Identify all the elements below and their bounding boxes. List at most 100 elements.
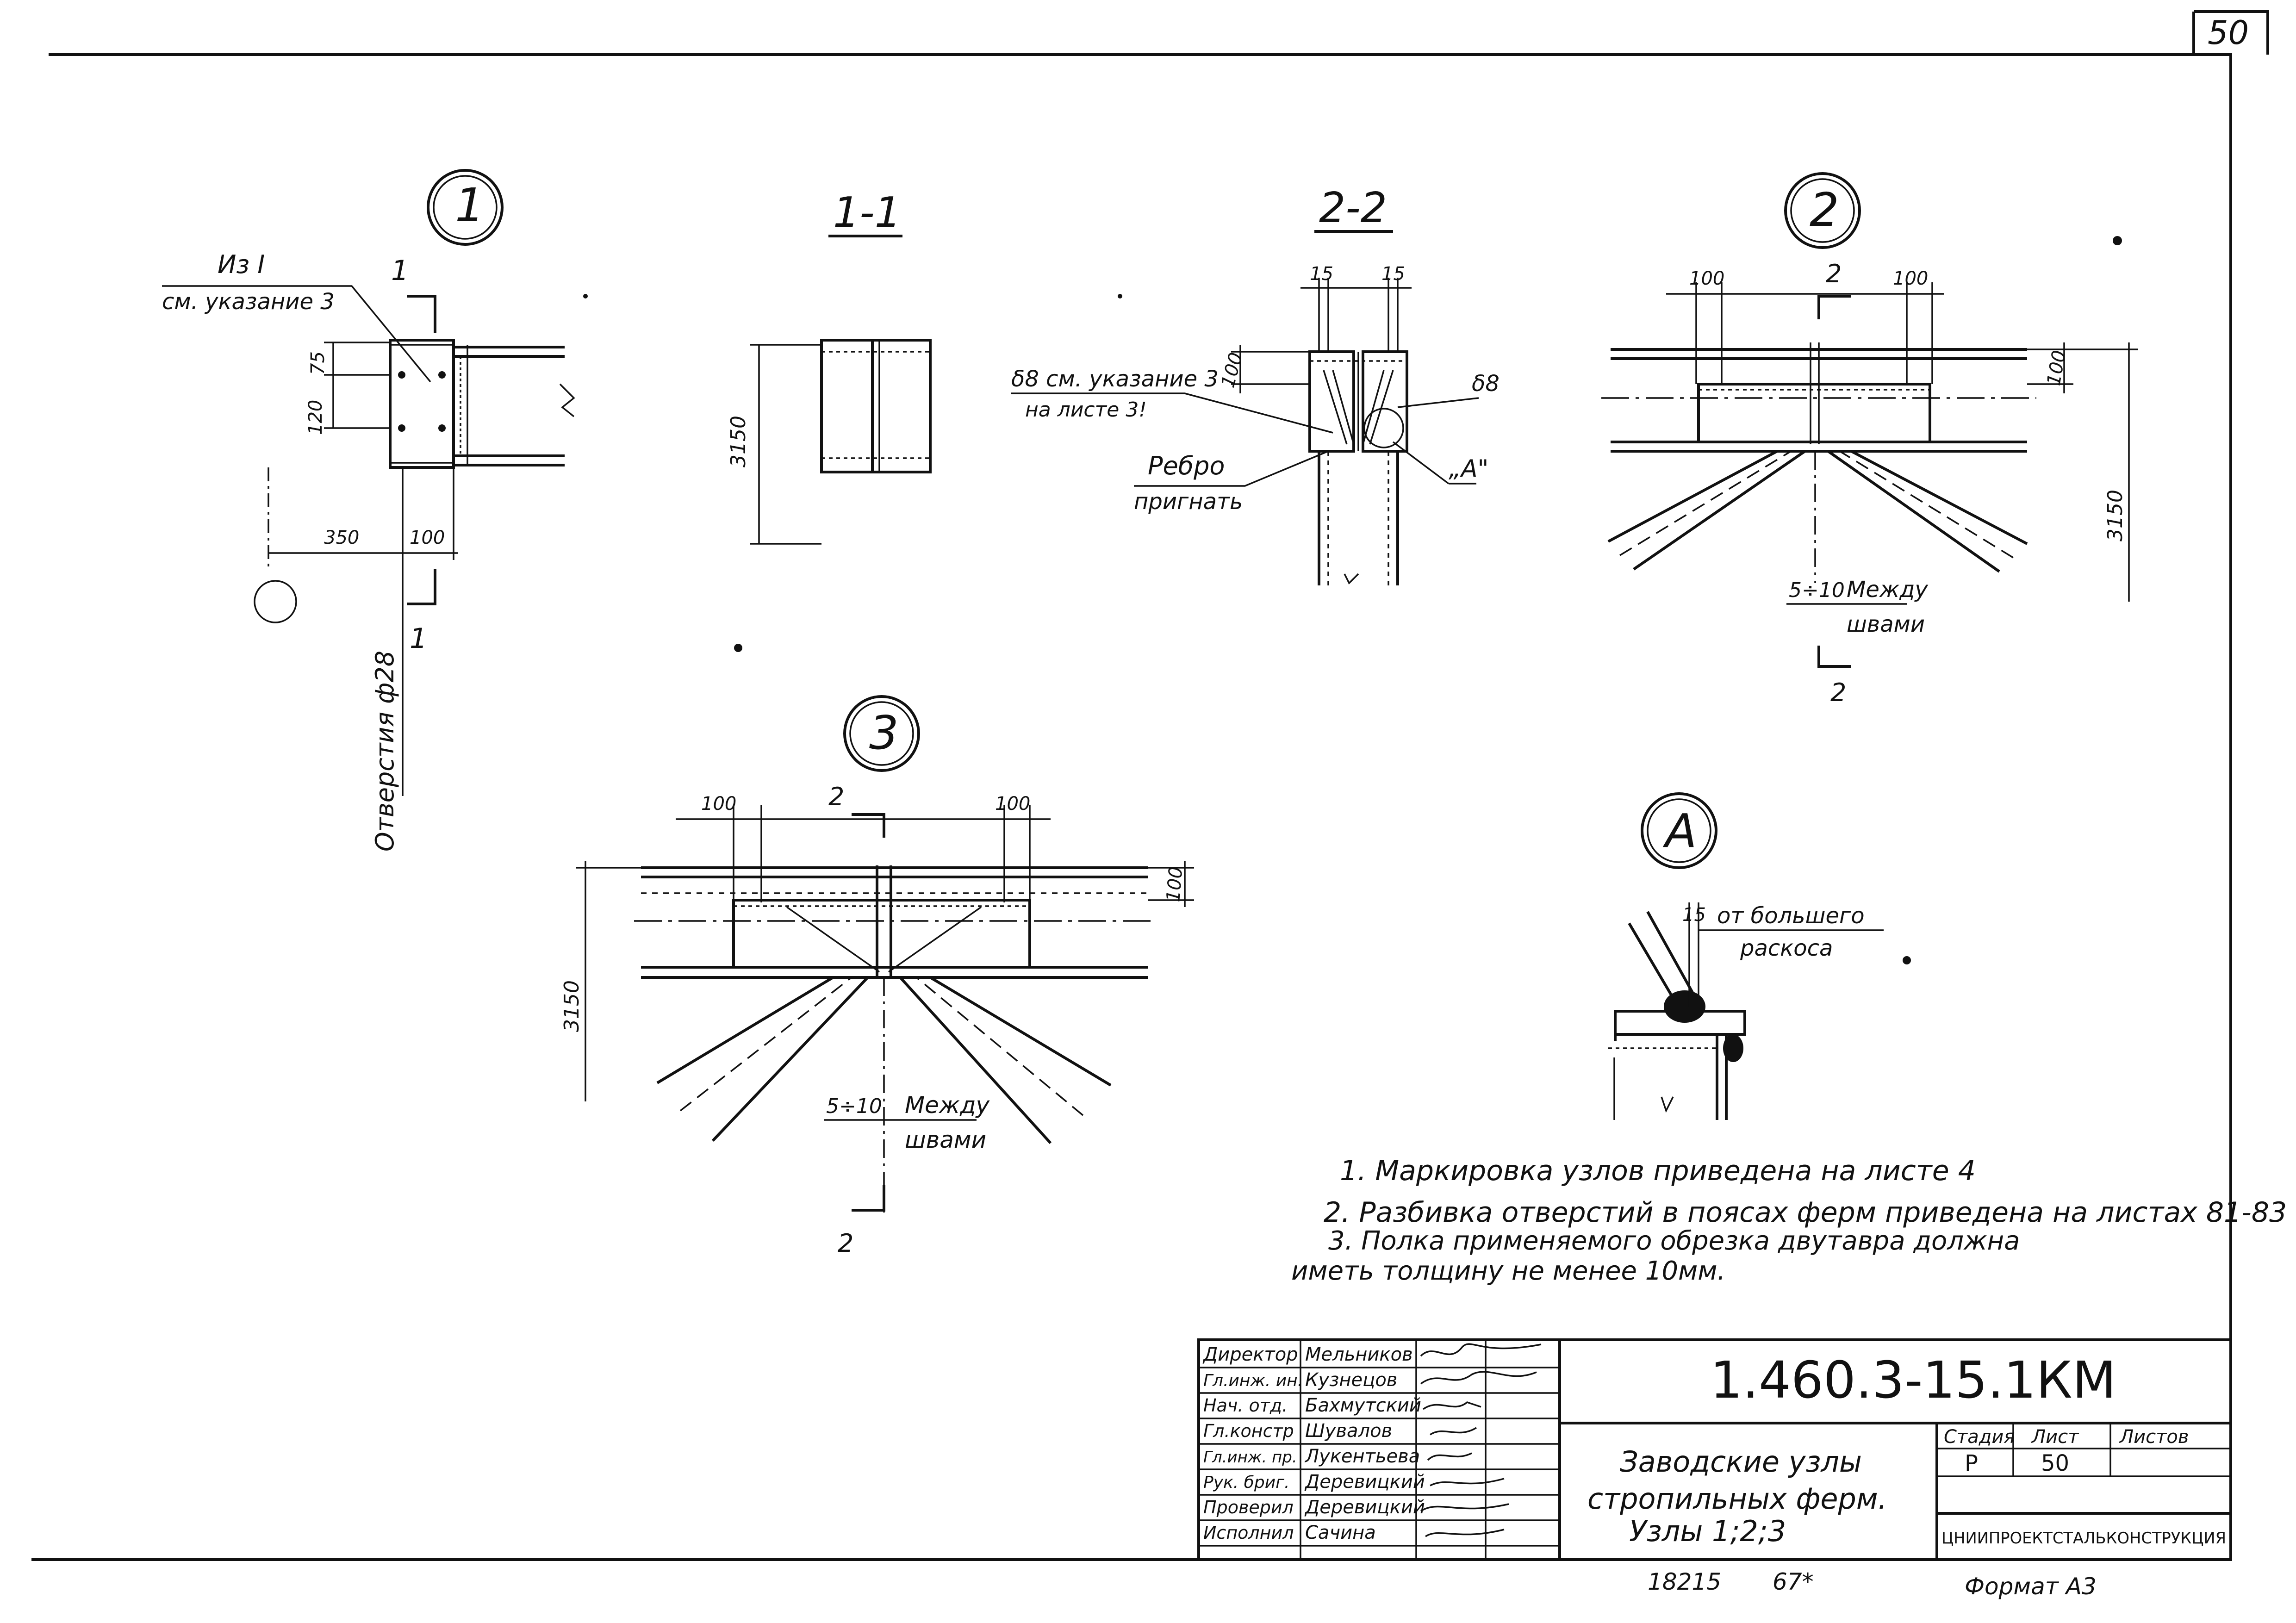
archive-code: 67* — [1773, 1568, 1814, 1595]
tb-role-3: Нач. отд. — [1203, 1395, 1288, 1416]
tb-role-7: Проверил — [1203, 1497, 1294, 1517]
detailA-dim-15: 15 — [1682, 904, 1706, 926]
node-2: 2 100 100 2 100 3150 5÷10 Между швами — [1601, 172, 2138, 707]
tb-name-1: Мельников — [1305, 1344, 1413, 1365]
tb-role-8: Исполнил — [1203, 1523, 1294, 1543]
tb-designation: 1.460.3-15.1КМ — [1710, 1350, 2116, 1410]
sheet-format: Формат А3 — [1965, 1573, 2097, 1600]
tb-title-line-1: Заводские узлы — [1620, 1445, 1862, 1479]
detailA-marker-circle — [1641, 792, 1717, 869]
tb-name-5: Лукентьева — [1304, 1446, 1420, 1467]
node3-section-mark-top: 2 — [828, 782, 844, 811]
tb-title-line-2: стропильных ферм. — [1587, 1482, 1887, 1516]
tb-stage-header: Стадия — [1944, 1426, 2015, 1448]
node3-gap-note2: швами — [905, 1126, 986, 1153]
node2-marker-circle — [1784, 172, 1861, 249]
tb-name-7: Деревицкий — [1304, 1497, 1425, 1518]
detailA-note: от большего — [1717, 903, 1865, 929]
tb-role-5: Гл.инж. пр. — [1203, 1448, 1297, 1467]
node2-dim-100-vert: 100 — [2043, 349, 2071, 387]
section22-rib: Ребро — [1148, 451, 1225, 480]
node-1: 1 Из I см. указание 3 1 1 75 120 — [162, 169, 575, 852]
node1-note-top: Из I — [218, 250, 265, 279]
tb-sheet-header: Лист — [2031, 1426, 2079, 1448]
node3-marker-circle — [843, 695, 920, 772]
section11-title: 1-1 — [833, 188, 901, 237]
node1-note-bottom: см. указание 3 — [162, 289, 335, 315]
general-notes: 1. Маркировка узлов приведена на листе 4… — [1291, 1155, 2287, 1286]
tb-name-2: Кузнецов — [1305, 1369, 1397, 1391]
tb-name-3: Бахмутский — [1305, 1395, 1421, 1416]
section11-plates — [820, 339, 932, 473]
note-1: 1. Маркировка узлов приведена на листе 4 — [1340, 1155, 1976, 1187]
node1-section-mark-bottom: 1 — [410, 622, 427, 655]
detailA-note2: раскоса — [1740, 935, 1833, 961]
detailA-marker: А — [1662, 804, 1697, 858]
section22-s8: δ8 — [1472, 371, 1500, 397]
node1-dim-100: 100 — [410, 527, 445, 548]
node3-marker: 3 — [869, 706, 899, 760]
note-2: 2. Разбивка отверстий в поясах ферм прив… — [1324, 1196, 2287, 1229]
node3-gap-label: 5÷10 — [826, 1094, 882, 1118]
node1-holes-label: Отверстия ф28 — [370, 651, 399, 852]
section22-dim-15-right: 15 — [1381, 263, 1405, 285]
node2-gusset — [1697, 383, 1931, 443]
node2-dim-3150: 3150 — [2103, 490, 2127, 541]
node1-marker: 1 — [455, 178, 485, 232]
node1-dim-120: 120 — [305, 400, 326, 435]
section22-rib2: пригнать — [1134, 489, 1243, 515]
node2-gap-label: 5÷10 — [1789, 578, 1845, 602]
note-4: иметь толщину не менее 10мм. — [1291, 1256, 1725, 1286]
tb-signatures — [1420, 1343, 1542, 1537]
section-2-2: 2-2 15 15 100 δ8 см. указание 3 на листе… — [1011, 184, 1500, 585]
node1-axis-bubble — [254, 580, 297, 623]
node2-gap-note2: швами — [1847, 611, 1925, 637]
node1-dim-350: 350 — [324, 527, 359, 548]
node1-marker-circle — [427, 169, 504, 246]
tb-name-6: Деревицкий — [1304, 1471, 1425, 1492]
detail-a: А 15 от большего раскоса — [1608, 792, 1884, 1120]
node3-gap-note: Между — [905, 1092, 990, 1119]
section-1-1: 1-1 3150 — [727, 188, 932, 545]
node2-section-mark-bottom: 2 — [1830, 678, 1846, 707]
tb-role-1: Директор — [1202, 1344, 1298, 1365]
section11-dim-3150: 3150 — [727, 416, 750, 467]
node2-gap-note: Между — [1847, 577, 1928, 603]
scan-specks — [583, 236, 2122, 964]
node3-section-mark-bottom: 2 — [838, 1229, 853, 1258]
node1-end-plate — [389, 339, 455, 469]
node2-marker: 2 — [1810, 183, 1839, 237]
node2-dim-100-left: 100 — [1689, 268, 1724, 289]
section22-s8-note: δ8 см. указание 3 — [1011, 366, 1219, 392]
node3-gusset — [732, 899, 1031, 969]
sheet-frame: 50 — [31, 10, 2269, 1561]
tb-role-6: Рук. бриг. — [1203, 1473, 1289, 1492]
tb-sheets-header: Листов — [2119, 1426, 2189, 1448]
node-3: 3 100 100 2 3150 100 5÷10 — [560, 695, 1194, 1258]
tb-organization: ЦНИИПРОЕКТСТАЛЬКОНСТРУКЦИЯ — [1941, 1529, 2226, 1548]
section22-label-a: „А" — [1449, 455, 1488, 483]
node3-dim-100-left: 100 — [701, 793, 736, 815]
node2-section-mark-top: 2 — [1826, 259, 1842, 288]
section22-dim-15-left: 15 — [1310, 263, 1333, 285]
tb-name-4: Шувалов — [1305, 1420, 1392, 1442]
tb-role-4: Гл.констр — [1203, 1421, 1294, 1441]
node3-dim-100-vert: 100 — [1163, 866, 1187, 903]
archive-number: 18215 — [1648, 1568, 1721, 1595]
node2-dim-100-right: 100 — [1893, 268, 1928, 289]
tb-stage: Р — [1965, 1450, 1978, 1476]
tb-name-8: Сачина — [1305, 1522, 1376, 1543]
node3-dim-100-right: 100 — [995, 793, 1030, 815]
title-block: Директор Гл.инж. ин. Нач. отд. Гл.констр… — [1197, 1338, 2232, 1561]
corner-sheet-number: 50 — [2208, 14, 2249, 52]
note-3: 3. Полка применяемого обрезка двутавра д… — [1328, 1226, 2020, 1256]
tb-title-line-3: Узлы 1;2;3 — [1629, 1514, 1786, 1548]
node1-section-mark-top: 1 — [391, 255, 409, 287]
section22-title: 2-2 — [1319, 184, 1387, 232]
section22-s8-note2: на листе 3! — [1025, 398, 1147, 422]
node1-dim-75: 75 — [307, 351, 329, 375]
tb-role-2: Гл.инж. ин. — [1203, 1371, 1303, 1390]
tb-sheet: 50 — [2041, 1450, 2069, 1476]
node3-dim-3150: 3150 — [560, 980, 584, 1032]
